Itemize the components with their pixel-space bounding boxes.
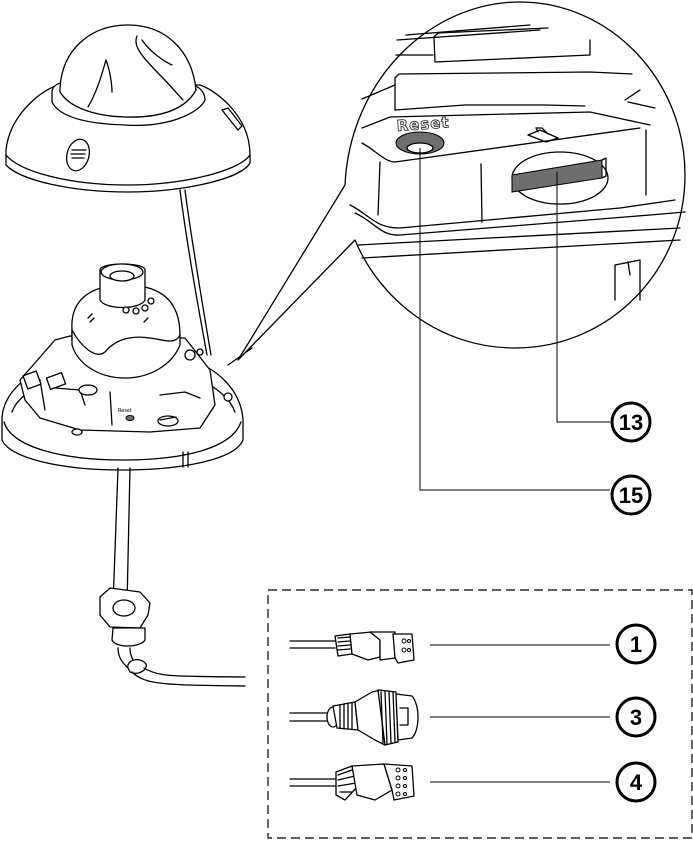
camera-base: Reset (1, 263, 253, 471)
cable-assembly (99, 467, 246, 687)
callout-1: 1 (615, 623, 657, 665)
dome-cover (5, 24, 251, 356)
sd-card-icon (527, 127, 559, 143)
callout-13-label: 13 (619, 410, 643, 435)
callout-4: 4 (615, 761, 657, 803)
network-connector (289, 631, 610, 664)
waterproof-network-connector (289, 689, 610, 746)
base-reset-label: Reset (118, 408, 132, 414)
callout-1-label: 1 (630, 632, 642, 657)
magnified-detail: Reset (237, 1, 686, 491)
connector-box (267, 589, 693, 839)
callout-13: 13 (610, 401, 652, 443)
power-connector (289, 763, 610, 801)
callout-15: 15 (610, 474, 652, 516)
callout-3: 3 (615, 696, 657, 738)
callout-15-label: 15 (619, 483, 643, 508)
callout-3-label: 3 (630, 705, 642, 730)
reset-label: Reset (396, 113, 450, 135)
callout-4-label: 4 (630, 770, 643, 795)
